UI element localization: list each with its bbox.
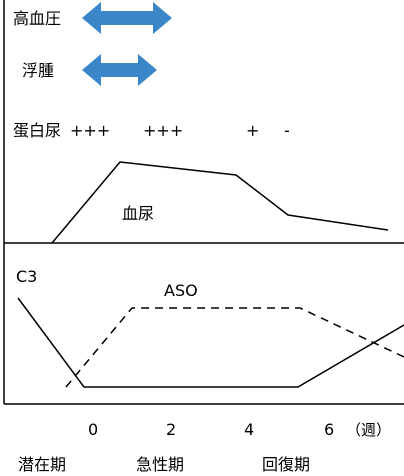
hypertension-arrow-icon xyxy=(82,2,172,34)
proteinuria-level-3: - xyxy=(284,121,290,140)
phase-acute: 急性期 xyxy=(136,455,185,474)
x-tick-3: 6 xyxy=(324,420,335,439)
hematuria-line xyxy=(51,161,389,244)
hematuria-label: 血尿 xyxy=(122,204,155,223)
proteinuria-level-2: + xyxy=(246,121,260,140)
phase-latent: 潜在期 xyxy=(18,455,67,474)
proteinuria-level-0: +++ xyxy=(70,121,111,140)
x-tick-0: 0 xyxy=(88,420,99,439)
proteinuria-level-1: +++ xyxy=(143,121,184,140)
edema-label: 浮腫 xyxy=(22,61,55,80)
edema-arrow-icon xyxy=(82,54,157,86)
phase-recovery: 回復期 xyxy=(262,455,311,474)
c3-line xyxy=(17,297,404,388)
x-tick-2: 4 xyxy=(244,420,255,439)
proteinuria-label: 蛋白尿 xyxy=(13,121,62,140)
x-unit-label: （週） xyxy=(346,421,392,439)
hypertension-label: 高血圧 xyxy=(13,9,62,28)
c3-label: C3 xyxy=(16,267,38,286)
aso-label: ASO xyxy=(164,281,198,300)
x-tick-1: 2 xyxy=(166,420,177,439)
aso-line xyxy=(65,307,404,388)
